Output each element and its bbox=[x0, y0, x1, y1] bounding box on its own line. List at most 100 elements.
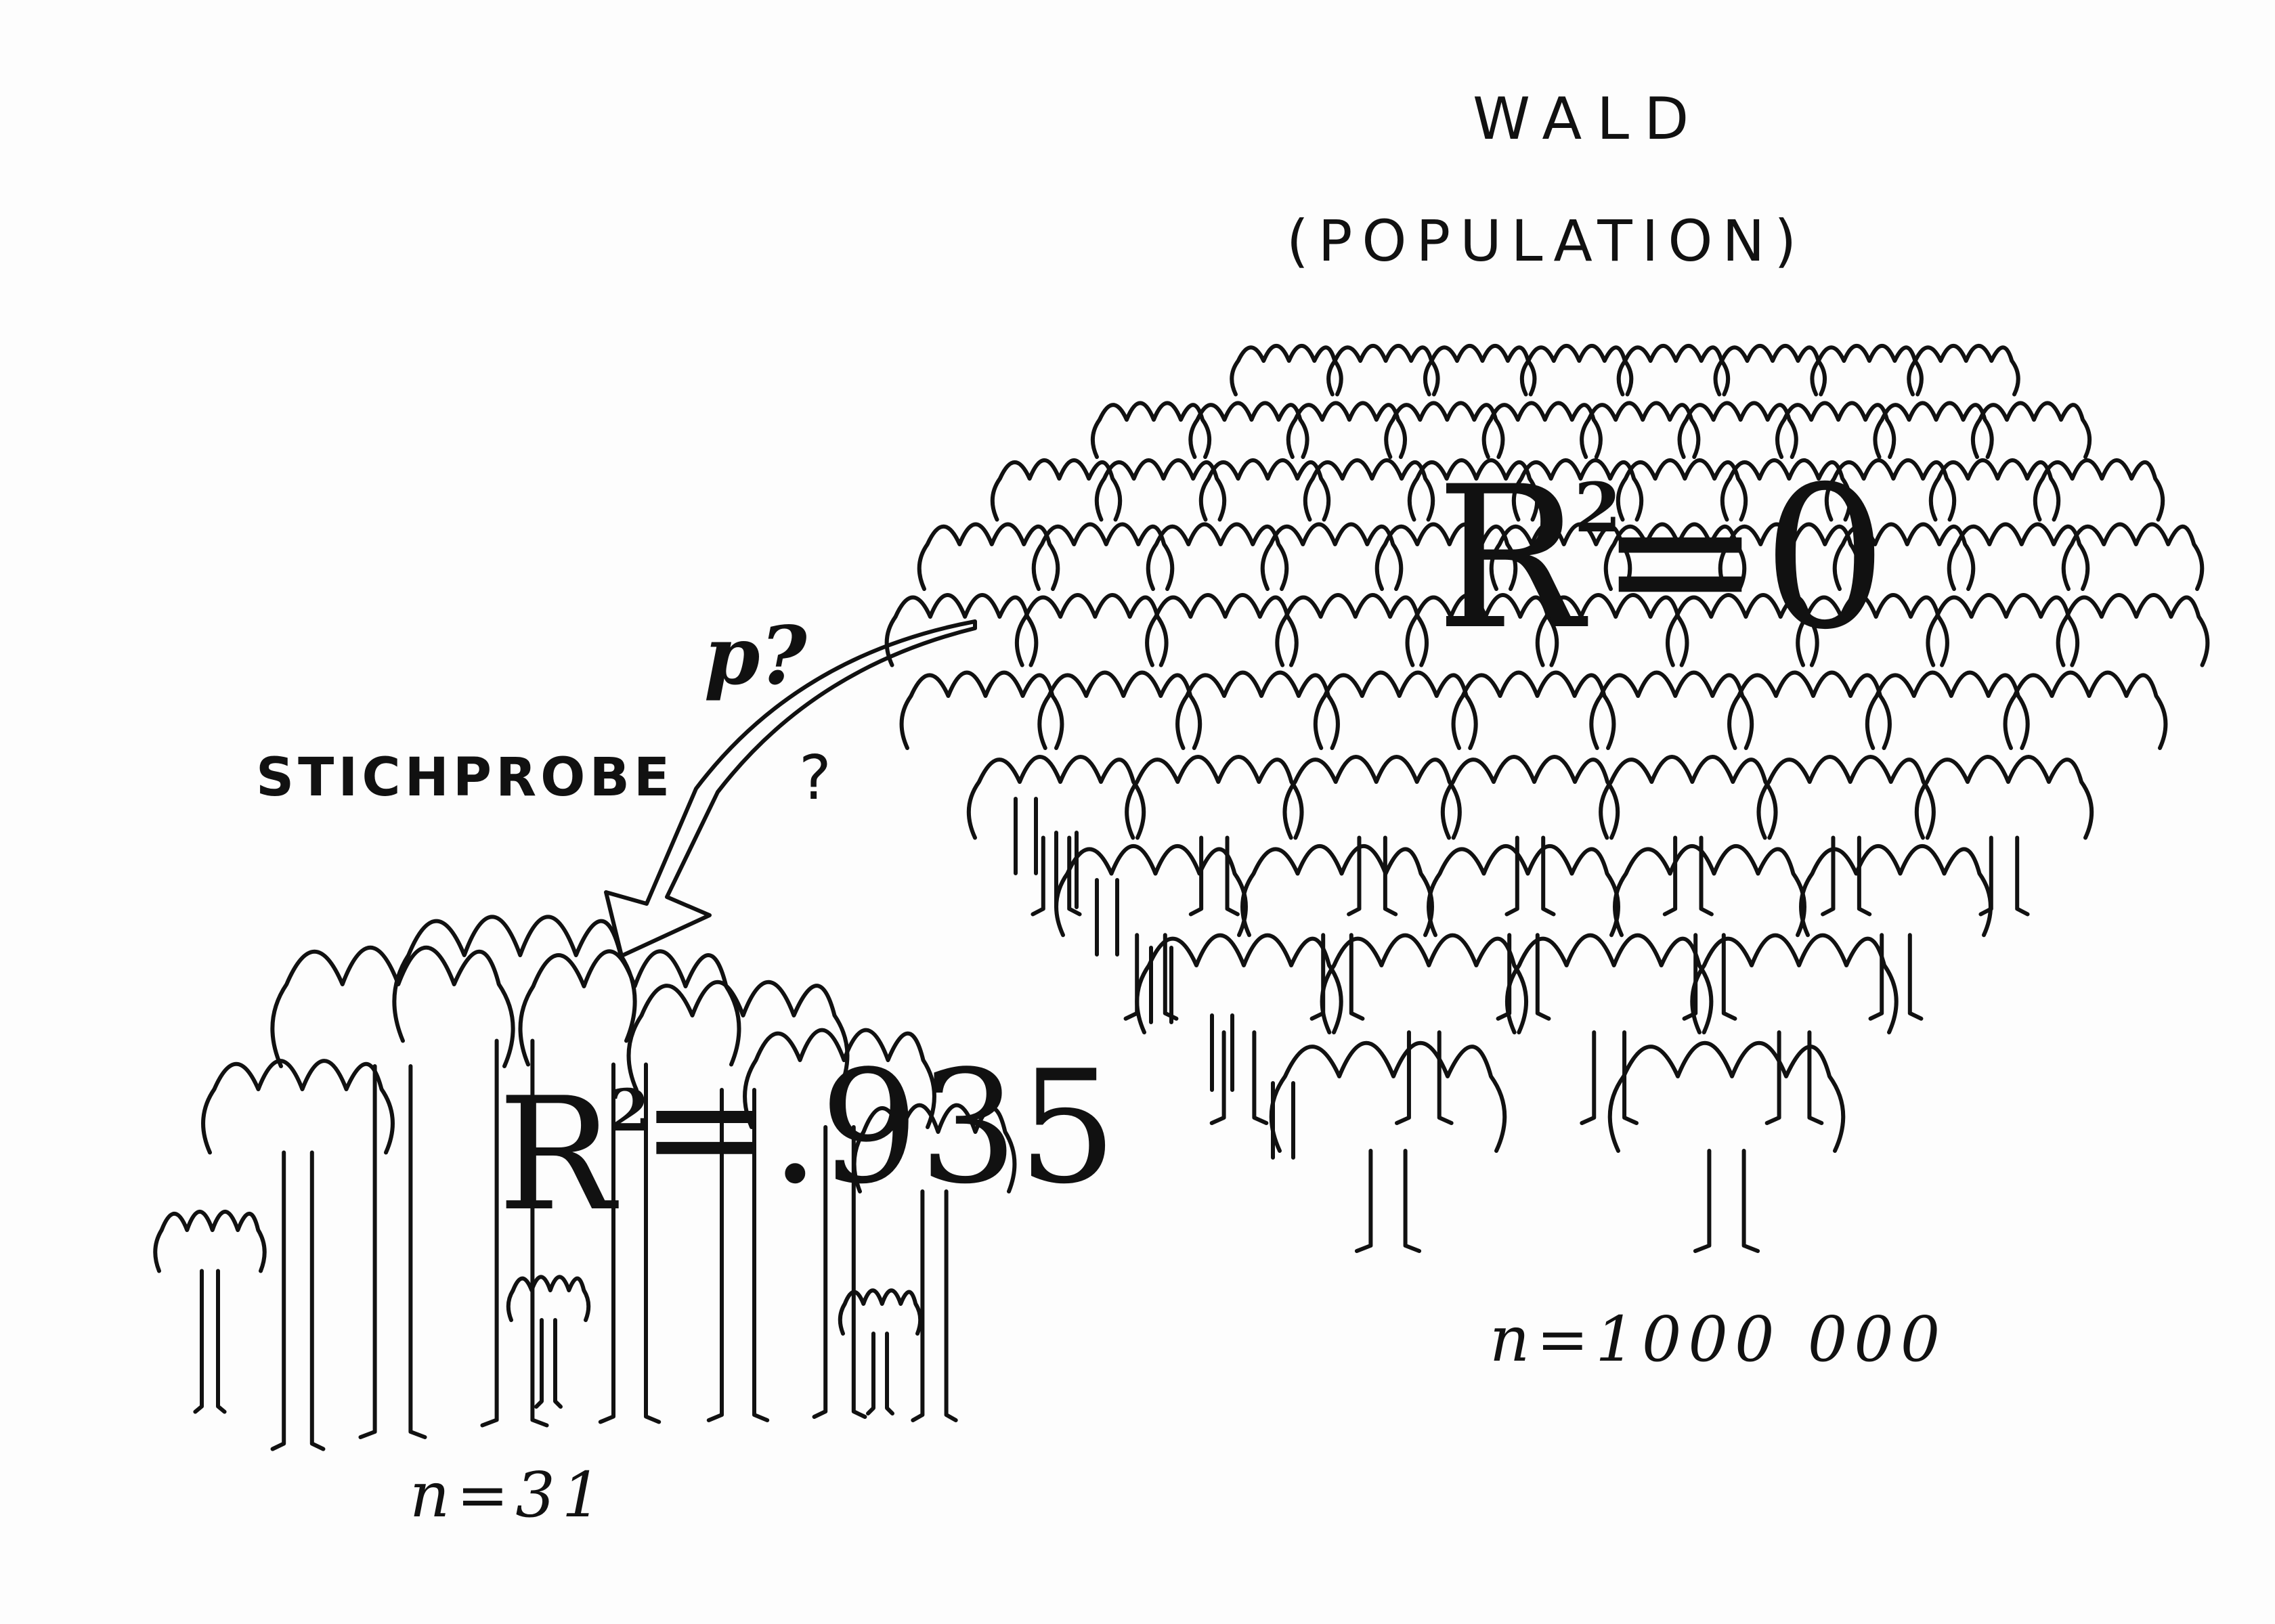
tree-crown bbox=[1282, 755, 1462, 840]
tree-trunk bbox=[866, 1332, 894, 1415]
tree-crown bbox=[1091, 401, 1211, 459]
sample-title: STICHPROBE bbox=[256, 747, 674, 808]
population-r-squared: R 2 =0 bbox=[1435, 445, 1888, 673]
tree-crown bbox=[1198, 458, 1331, 522]
sample-r2-symbol: R bbox=[498, 1065, 619, 1246]
sample-forest bbox=[153, 915, 1017, 1451]
tree-trunk bbox=[270, 1150, 326, 1451]
population-r2-value: =0 bbox=[1598, 445, 1888, 673]
tree-crown bbox=[1260, 522, 1404, 591]
tree-crown bbox=[1616, 344, 1731, 397]
tree-trunk bbox=[706, 1088, 770, 1422]
tree-crown bbox=[1303, 458, 1435, 522]
tree-crown bbox=[1718, 522, 1861, 591]
tree-crown bbox=[1125, 755, 1304, 840]
tree-crown bbox=[1145, 593, 1299, 667]
population-r2-symbol: R bbox=[1435, 445, 1589, 673]
tree-trunk bbox=[1271, 1081, 1295, 1160]
tree-crown bbox=[1275, 593, 1429, 667]
tree-trunk bbox=[1821, 835, 1872, 917]
sample-size: n=31 bbox=[410, 1459, 608, 1531]
tree-crown bbox=[2033, 458, 2165, 522]
forest-subtitle: (POPULATION) bbox=[1286, 208, 1806, 274]
tree-crown bbox=[1313, 670, 1478, 750]
tree-crown bbox=[1175, 670, 1340, 750]
tree-crown bbox=[1616, 458, 1748, 522]
tree-crown bbox=[1727, 670, 1892, 750]
tree-crown bbox=[270, 945, 515, 1068]
tree-crown bbox=[1971, 401, 2092, 459]
tree-crown bbox=[2056, 593, 2210, 667]
tree-crown bbox=[1926, 593, 2080, 667]
tree-trunk bbox=[1209, 1030, 1269, 1125]
tree-crown bbox=[1427, 843, 1620, 938]
tree-crown bbox=[1320, 933, 1529, 1034]
tree-crown bbox=[506, 1275, 591, 1322]
tree-trunk bbox=[193, 1269, 227, 1414]
tree-crown bbox=[1146, 522, 1289, 591]
sample-r2-value: =.935 bbox=[640, 1038, 1117, 1219]
tree-crown bbox=[1928, 458, 2061, 522]
tree-crown bbox=[1451, 670, 1616, 750]
tree-crown bbox=[1603, 522, 1747, 591]
tree-crown bbox=[1865, 670, 2030, 750]
tree-crown bbox=[1489, 522, 1632, 591]
tree-crown bbox=[1832, 522, 1976, 591]
tree-crown bbox=[1188, 401, 1309, 459]
tree-crown bbox=[899, 670, 1064, 750]
tree-trunk bbox=[1354, 1149, 1422, 1253]
tree-crown bbox=[966, 755, 1146, 840]
p-question-label: p? bbox=[704, 609, 808, 703]
tree-crown bbox=[1423, 344, 1537, 397]
tree-crown bbox=[1326, 344, 1440, 397]
tree-crown bbox=[1677, 401, 1798, 459]
tree-crown bbox=[1269, 1041, 1507, 1153]
tree-trunk bbox=[598, 1062, 662, 1424]
tree-crown bbox=[743, 1028, 936, 1129]
tree-crown bbox=[1481, 401, 1603, 459]
tree-crown bbox=[1094, 458, 1227, 522]
tree-crown bbox=[1580, 401, 1701, 459]
tree-trunk bbox=[1395, 1030, 1454, 1125]
tree-crown bbox=[1824, 458, 1957, 522]
tree-trunk bbox=[1014, 797, 1038, 875]
tree-crown bbox=[852, 1103, 1017, 1193]
tree-trunk bbox=[1210, 1013, 1234, 1092]
tree-crown bbox=[1240, 843, 1434, 938]
population-r2-exponent: 2 bbox=[1574, 468, 1622, 548]
tree-trunk bbox=[1347, 835, 1398, 917]
tree-trunk bbox=[1149, 946, 1173, 1024]
population-forest bbox=[884, 344, 2210, 1253]
tree-crown bbox=[1031, 522, 1175, 591]
tree-crown bbox=[1690, 933, 1899, 1034]
tree-crown bbox=[1907, 344, 2020, 397]
tree-crown bbox=[626, 980, 850, 1092]
tree-trunk bbox=[1031, 835, 1082, 917]
tree-trunk bbox=[911, 1189, 958, 1422]
tree-crown bbox=[1230, 344, 1343, 397]
tree-crown bbox=[838, 1288, 923, 1336]
tree-trunk bbox=[1054, 831, 1079, 909]
tree-crown bbox=[1873, 401, 1994, 459]
tree-trunk bbox=[1693, 1149, 1760, 1253]
tree-crown bbox=[1607, 1041, 1846, 1153]
tree-trunk bbox=[358, 1064, 427, 1439]
tree-trunk bbox=[1188, 835, 1240, 917]
tree-crown bbox=[1947, 522, 2090, 591]
tree-crown bbox=[1756, 755, 1936, 840]
tree-trunk bbox=[1662, 835, 1714, 917]
tree-crown bbox=[1810, 344, 1924, 397]
tree-crown bbox=[2003, 670, 2168, 750]
tree-crown bbox=[2061, 522, 2205, 591]
tree-crown bbox=[1374, 522, 1518, 591]
tree-crown bbox=[1799, 843, 1993, 938]
tree-crown bbox=[1440, 755, 1620, 840]
tree-trunk bbox=[1978, 835, 2030, 917]
tree-crown bbox=[1037, 670, 1202, 750]
tree-crown bbox=[1286, 401, 1407, 459]
tree-crown bbox=[1713, 344, 1827, 397]
tree-crown bbox=[990, 458, 1123, 522]
tree-crown bbox=[1384, 401, 1505, 459]
sample-arrow bbox=[604, 619, 977, 958]
